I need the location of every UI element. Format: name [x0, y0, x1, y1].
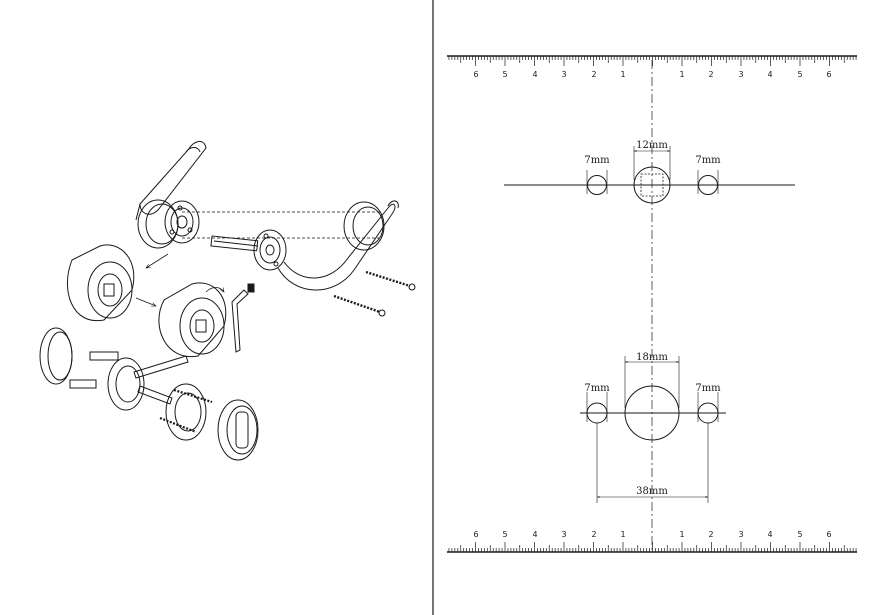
thumb-turn-base: [107, 357, 145, 411]
hole-label-right: 7mm: [695, 383, 721, 394]
rose-plate-right: [343, 201, 385, 251]
ruler-tick-label: 6: [473, 70, 478, 79]
ruler-tick-label: 1: [679, 530, 684, 539]
ruler-tick-label: 5: [502, 70, 507, 79]
spring-cassette-center: [253, 229, 287, 271]
ruler-top-labels: 6 5 4 3 2 1 1 2 3 4 5 6: [473, 70, 831, 79]
spindle-hole: [633, 166, 671, 204]
mounting-screw-lower: [333, 294, 386, 317]
lever-handle-right: [277, 200, 399, 291]
ruler-tick-label: 2: [591, 530, 596, 539]
drill-template-large: [580, 356, 726, 503]
ruler-tick-label: 4: [532, 530, 537, 539]
ruler-bottom: 6 5 4 3 2 1 1 2 3 4 5 6: [447, 530, 857, 553]
ruler-tick-label: 4: [767, 70, 772, 79]
hole-label-right: 7mm: [695, 155, 721, 166]
spring-cassette-left: [164, 200, 200, 244]
spindle-square-marker: [640, 173, 664, 197]
mounting-screw-upper: [365, 270, 416, 291]
center-hole-label: 18mm: [636, 352, 668, 363]
cassette-view-2: [158, 282, 227, 358]
ruler-tick-label: 5: [502, 530, 507, 539]
rose-plate-left: [137, 199, 179, 249]
ruler-tick-label: 4: [767, 530, 772, 539]
center-hole-label: 12mm: [636, 140, 668, 151]
ruler-tick-label: 1: [620, 530, 625, 539]
rotation-arrow-2: [135, 297, 156, 306]
ruler-bottom-labels: 6 5 4 3 2 1 1 2 3 4 5 6: [473, 530, 831, 539]
ruler-tick-label: 2: [591, 70, 596, 79]
ruler-tick-label: 5: [797, 530, 802, 539]
ruler-tick-label: 6: [826, 530, 831, 539]
ruler-tick-label: 3: [561, 530, 566, 539]
ruler-tick-label: 3: [561, 70, 566, 79]
allen-key: [231, 289, 249, 353]
ruler-top-ticks: [448, 56, 857, 66]
ruler-tick-label: 4: [532, 70, 537, 79]
ruler-tick-label: 6: [826, 70, 831, 79]
ruler-tick-label: 2: [708, 530, 713, 539]
screw-hole-left: [587, 175, 607, 195]
ruler-tick-label: 1: [620, 70, 625, 79]
thumb-turn-spindle: [133, 355, 189, 405]
ruler-tick-label: 3: [738, 70, 743, 79]
exploded-assembly-drawing: [39, 141, 416, 461]
cassette-view-1: [66, 244, 135, 322]
fixing-pin-upper: [89, 351, 119, 361]
grub-screw: [247, 283, 255, 293]
ruler-tick-label: 6: [473, 530, 478, 539]
hole-label-left: 7mm: [584, 155, 610, 166]
ruler-bottom-ticks: [448, 542, 857, 552]
spindle-hole: [624, 385, 680, 441]
hole-label-left: 7mm: [584, 383, 610, 394]
ruler-top: 6 5 4 3 2 1 1 2 3 4 5 6: [447, 55, 857, 79]
hole-spacing-label: 38mm: [636, 486, 668, 497]
drill-template-small: [504, 146, 795, 204]
escutcheon-back-plate: [159, 383, 213, 441]
ruler-tick-label: 1: [679, 70, 684, 79]
ruler-tick-label: 2: [708, 70, 713, 79]
screw-hole-right: [698, 175, 718, 195]
rotation-arrow-3: [205, 287, 224, 293]
ruler-tick-label: 3: [738, 530, 743, 539]
thumb-turn-knob: [217, 399, 259, 461]
lever-handle-left: [135, 141, 207, 221]
ruler-tick-label: 5: [797, 70, 802, 79]
spindle: [210, 235, 259, 252]
fixing-pin-lower: [69, 379, 97, 389]
escutcheon-cover-left: [39, 327, 73, 385]
rotation-arrow-1: [146, 253, 169, 268]
